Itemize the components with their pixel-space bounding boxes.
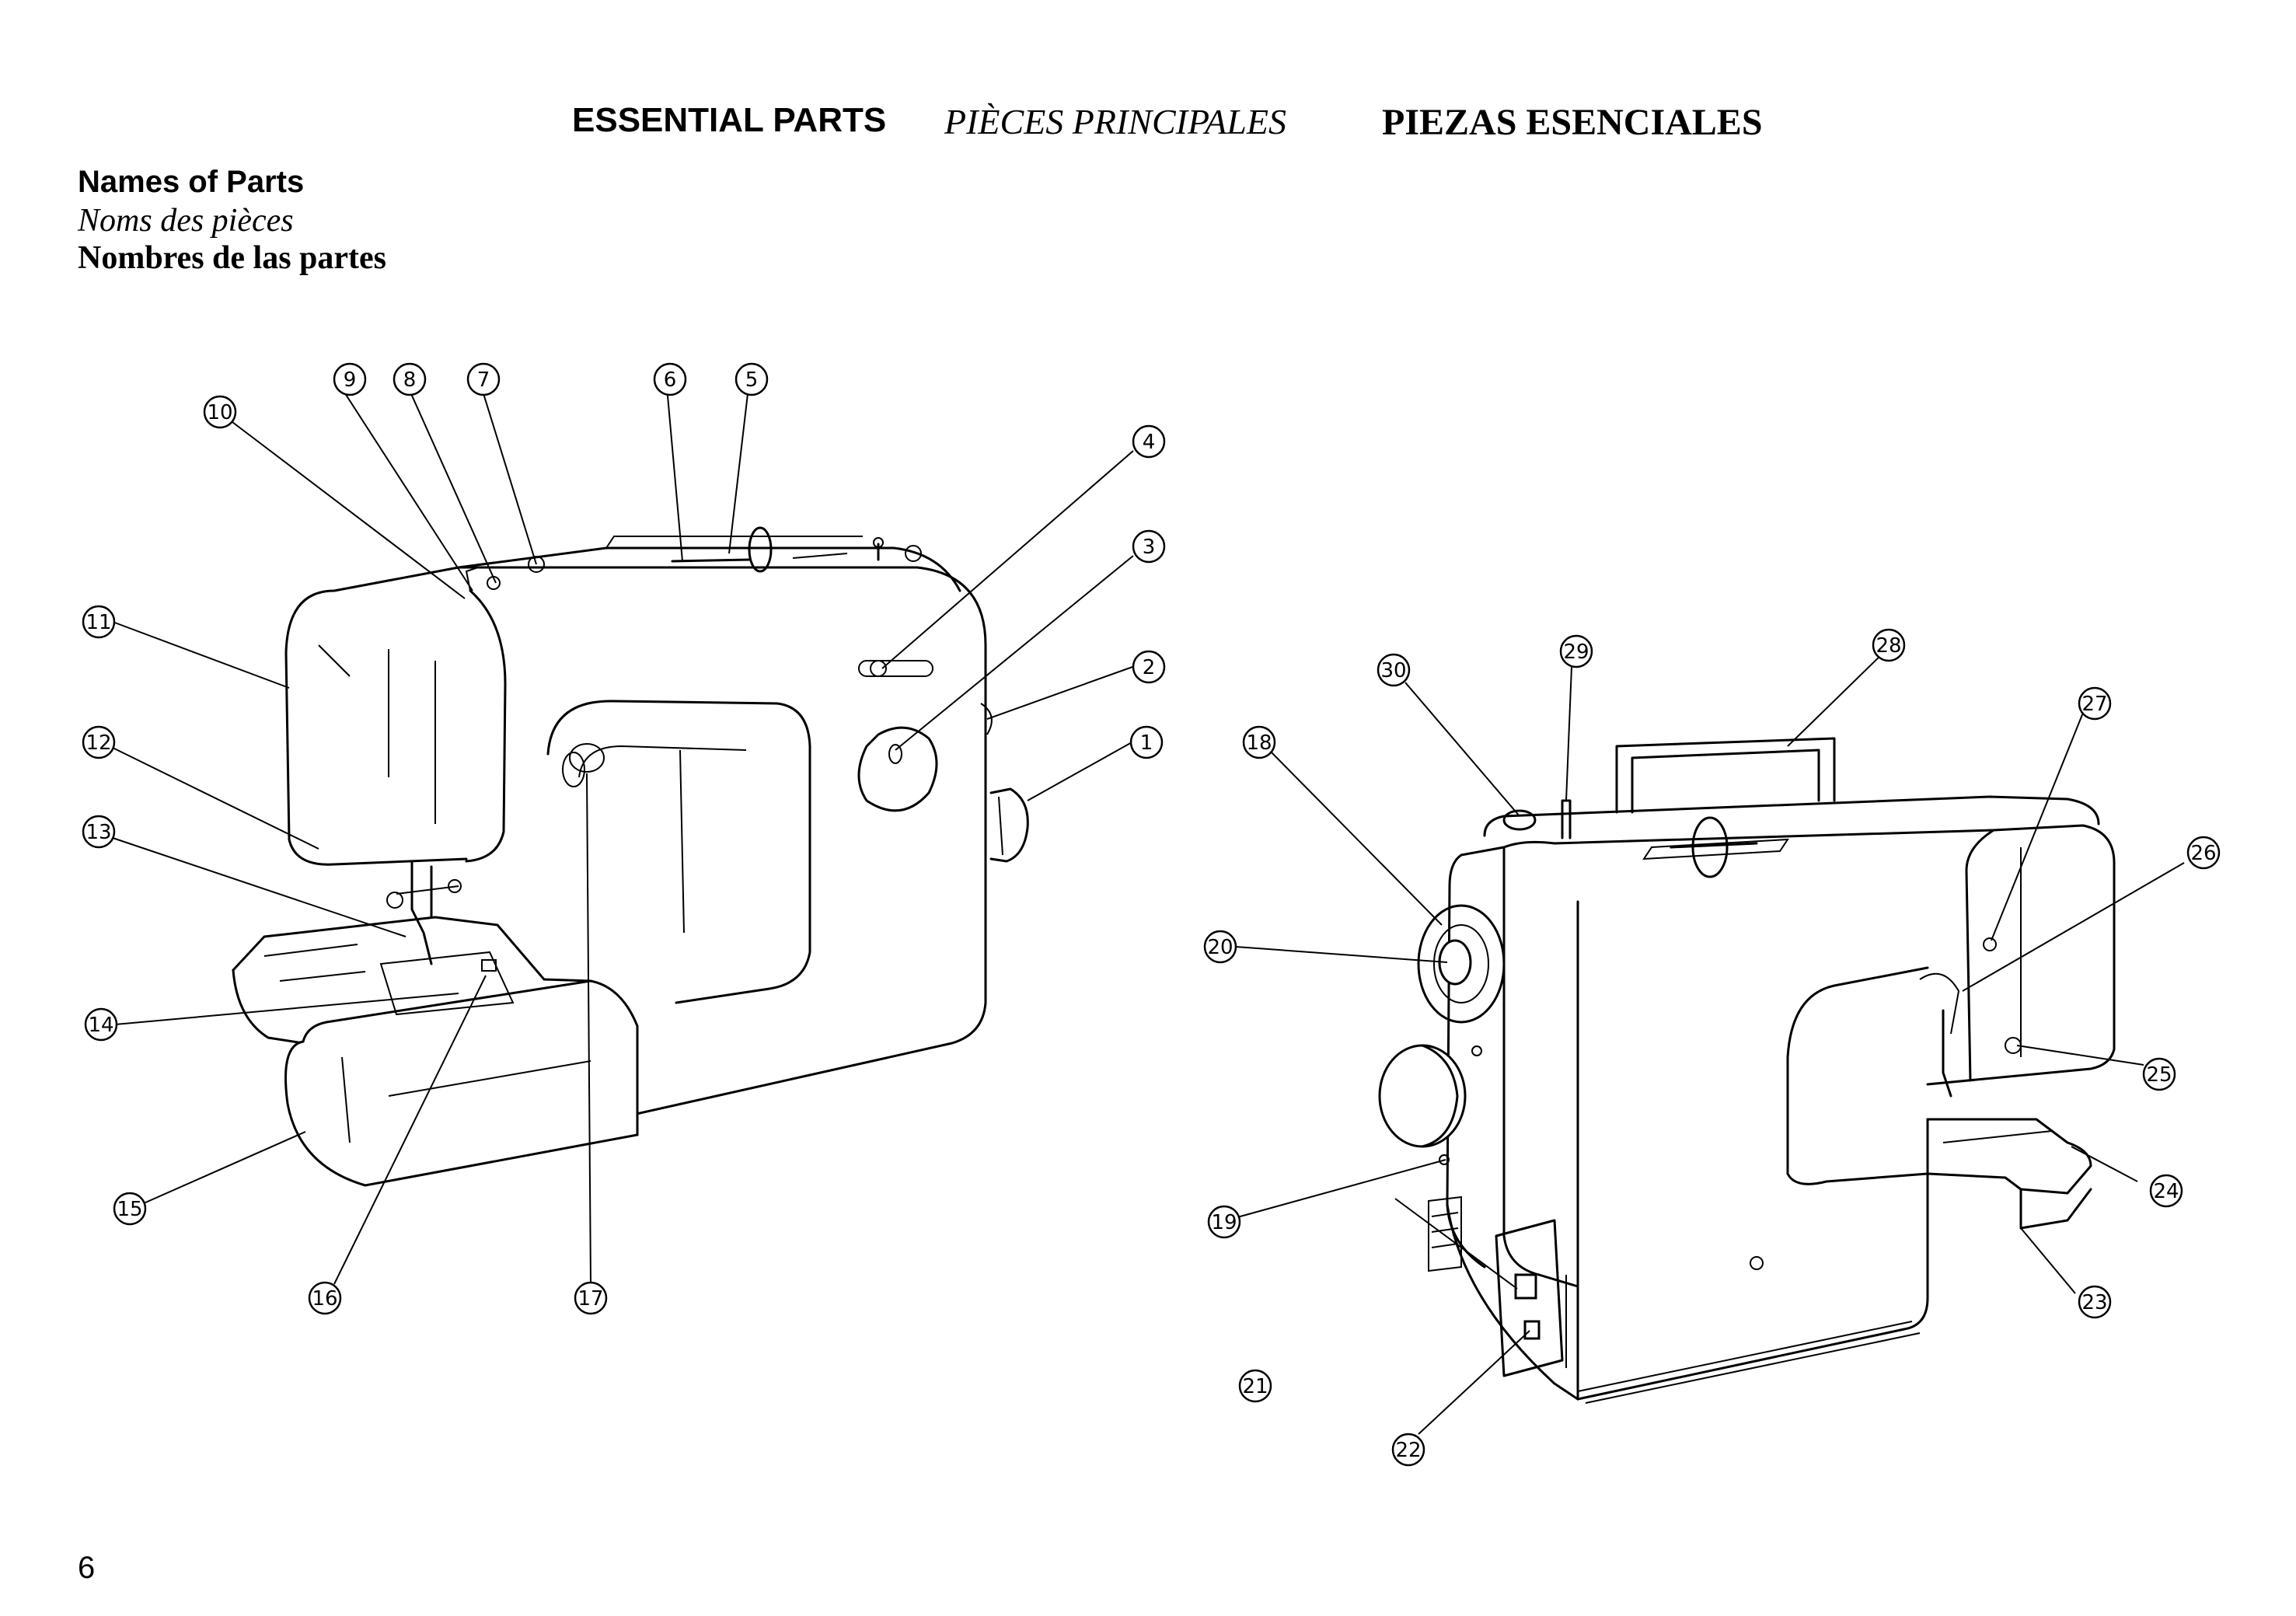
callout-26: 26 — [2186, 836, 2221, 870]
callout-20: 20 — [1203, 930, 1237, 964]
callout-label-12: 12 — [85, 731, 111, 755]
callout-3: 3 — [1132, 529, 1166, 564]
callout-label-26: 26 — [2190, 842, 2216, 865]
title-french: PIÈCES PRINCIPALES — [944, 102, 1286, 141]
front-view-machine-illustration — [232, 526, 1029, 1187]
callout-label-13: 13 — [85, 821, 111, 844]
page-number: 6 — [78, 1551, 96, 1585]
callout-label-23: 23 — [2081, 1291, 2107, 1314]
title-spanish: PIEZAS ESENCIALES — [1382, 102, 1763, 143]
callout-label-4: 4 — [1143, 431, 1156, 454]
callout-5: 5 — [735, 362, 769, 396]
callout-label-24: 24 — [2153, 1180, 2179, 1203]
callout-24: 24 — [2149, 1174, 2183, 1208]
callout-16: 16 — [308, 1281, 342, 1315]
callout-label-18: 18 — [1246, 731, 1272, 755]
callout-13: 13 — [82, 815, 116, 849]
callout-14: 14 — [84, 1007, 118, 1042]
callout-label-17: 17 — [577, 1287, 603, 1311]
callout-label-11: 11 — [85, 611, 111, 634]
callout-4: 4 — [1132, 424, 1166, 459]
callout-label-3: 3 — [1143, 536, 1156, 559]
callout-23: 23 — [2078, 1285, 2112, 1319]
callout-label-10: 10 — [207, 401, 232, 424]
callout-label-5: 5 — [745, 368, 759, 392]
callout-19: 19 — [1207, 1205, 1241, 1239]
callout-label-29: 29 — [1563, 640, 1589, 664]
callout-6: 6 — [653, 362, 687, 396]
callout-18: 18 — [1242, 725, 1276, 759]
callout-label-1: 1 — [1140, 731, 1153, 755]
callout-label-21: 21 — [1242, 1375, 1268, 1398]
callout-7: 7 — [466, 362, 501, 396]
callout-17: 17 — [574, 1281, 608, 1315]
callout-27: 27 — [2078, 686, 2112, 721]
subtitle-french: Noms des pièces — [78, 203, 294, 239]
callout-label-20: 20 — [1207, 936, 1233, 959]
callout-12: 12 — [82, 725, 116, 759]
rear-view-machine-illustration — [1378, 737, 2116, 1404]
callout-2: 2 — [1132, 650, 1166, 684]
callout-29: 29 — [1559, 634, 1593, 668]
callout-8: 8 — [393, 362, 427, 396]
callout-28: 28 — [1872, 628, 1906, 662]
callout-25: 25 — [2142, 1057, 2176, 1091]
callout-label-6: 6 — [664, 368, 677, 392]
callout-label-9: 9 — [344, 368, 357, 392]
callout-label-28: 28 — [1876, 634, 1901, 658]
callout-11: 11 — [82, 605, 116, 639]
callout-15: 15 — [113, 1192, 147, 1226]
leader-lines — [112, 386, 2185, 1435]
callout-10: 10 — [203, 395, 237, 429]
callout-label-30: 30 — [1380, 659, 1406, 682]
callout-label-25: 25 — [2146, 1063, 2172, 1087]
subtitle-spanish: Nombres de las partes — [78, 240, 387, 276]
callout-1: 1 — [1129, 725, 1164, 759]
callout-30: 30 — [1377, 653, 1411, 687]
callout-9: 9 — [333, 362, 367, 396]
callout-label-14: 14 — [88, 1014, 113, 1037]
callout-22: 22 — [1391, 1433, 1425, 1467]
callout-label-16: 16 — [312, 1287, 337, 1311]
callout-label-19: 19 — [1211, 1211, 1237, 1234]
callout-label-7: 7 — [477, 368, 490, 392]
title-english: ESSENTIAL PARTS — [572, 101, 887, 139]
callout-label-27: 27 — [2081, 693, 2107, 716]
callout-label-22: 22 — [1395, 1439, 1421, 1462]
callout-21: 21 — [1238, 1369, 1272, 1403]
callout-label-15: 15 — [117, 1198, 142, 1221]
subtitle-english: Names of Parts — [78, 165, 305, 199]
callout-label-8: 8 — [403, 368, 417, 392]
callout-label-2: 2 — [1143, 656, 1156, 679]
